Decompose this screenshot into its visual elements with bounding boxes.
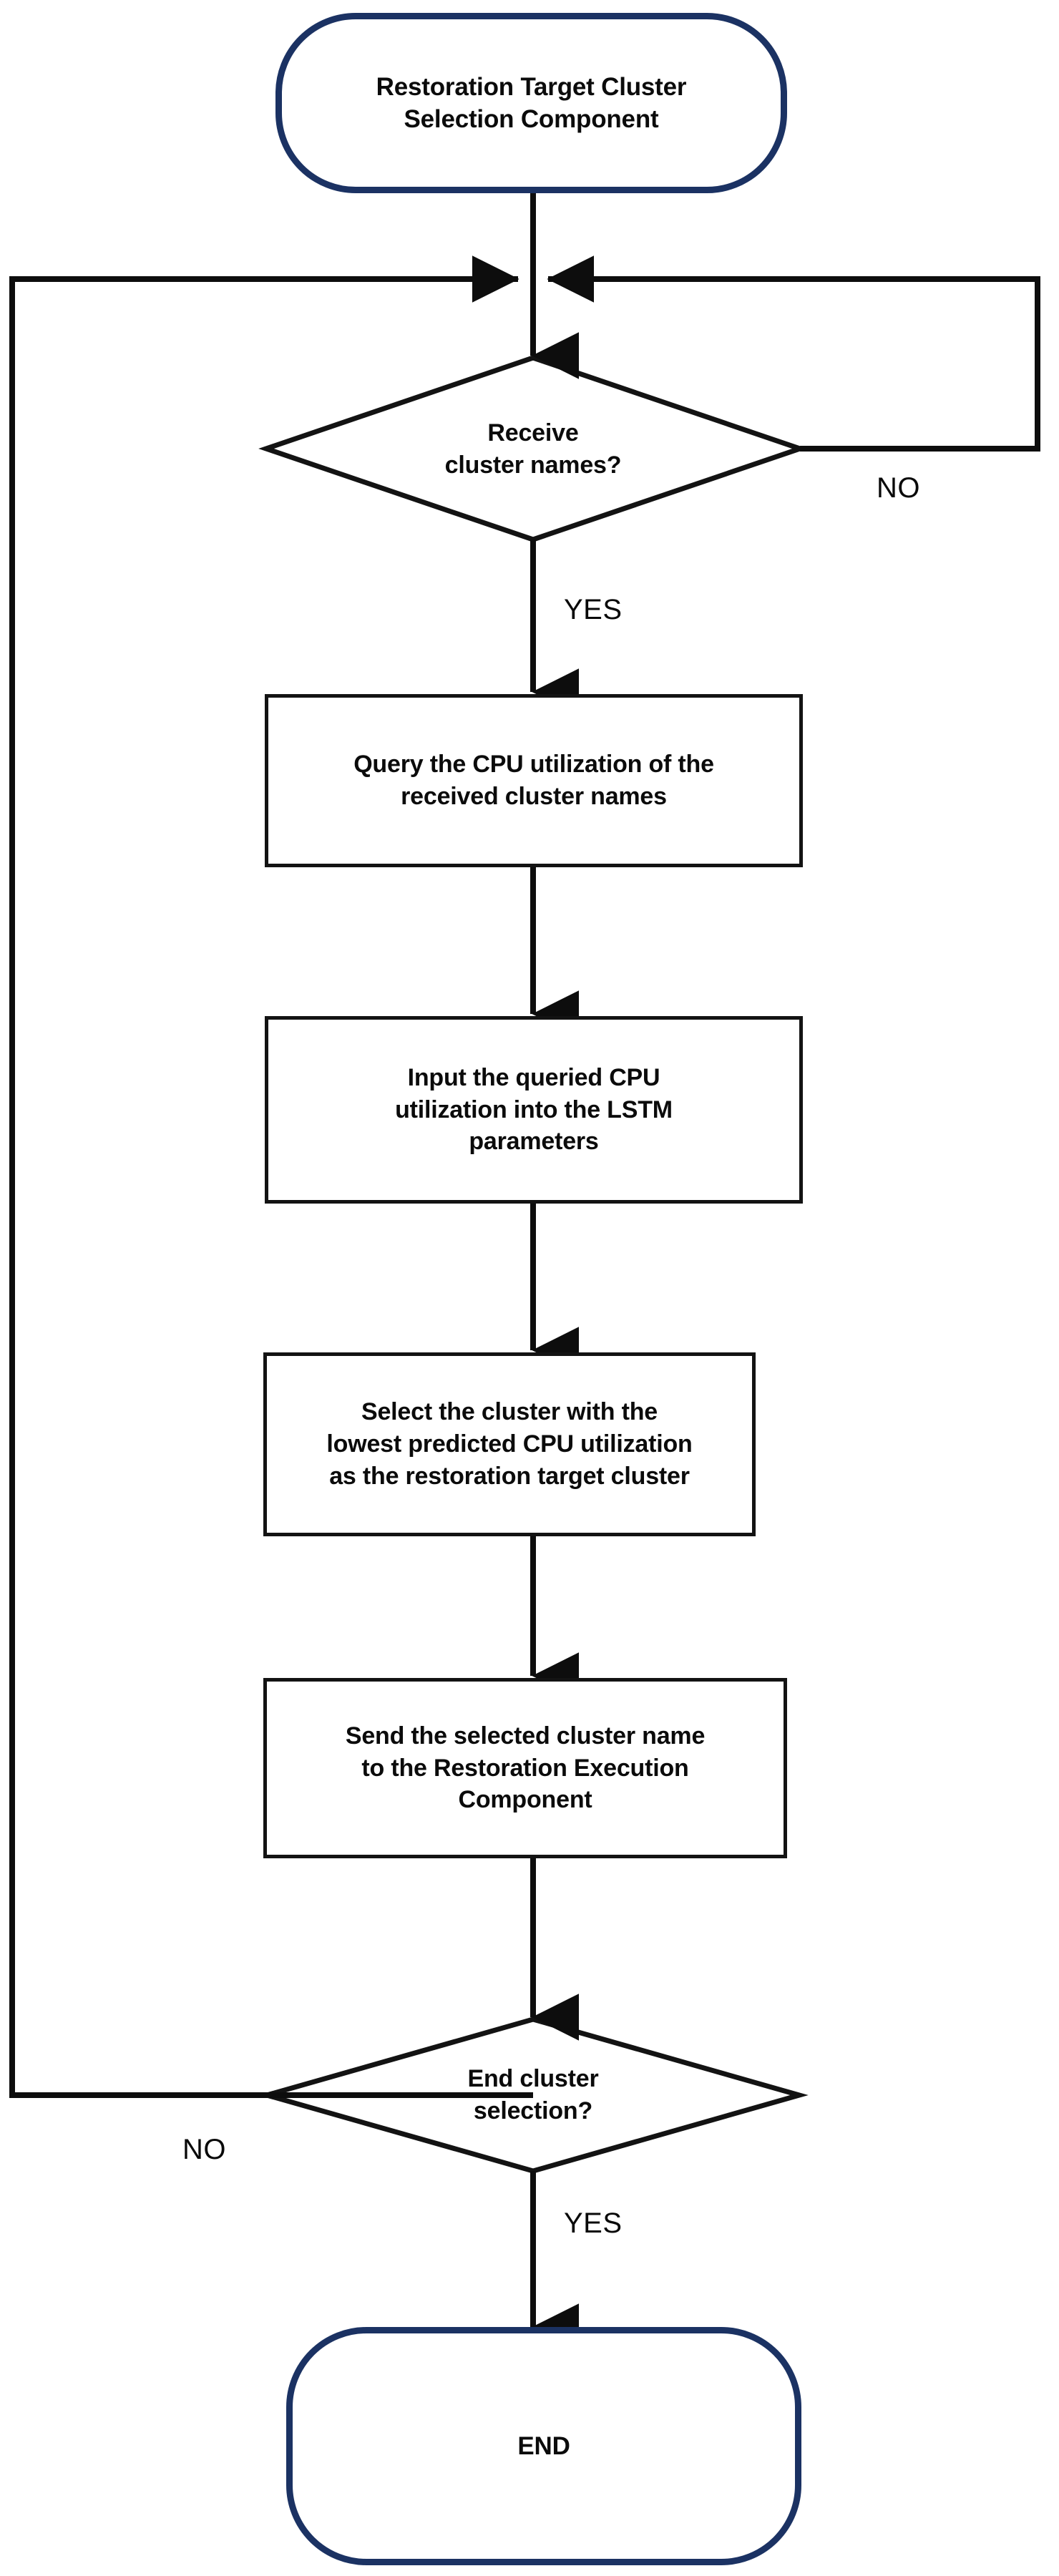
process-input-lstm[interactable]: Input the queried CPU utilization into t… bbox=[265, 1016, 803, 1204]
process-query-line-1: Query the CPU utilization of the bbox=[353, 751, 714, 779]
process-select-cluster[interactable]: Select the cluster with the lowest predi… bbox=[263, 1352, 756, 1536]
process-select-line-1: Select the cluster with the bbox=[361, 1398, 658, 1426]
process-select-line-2: lowest predicted CPU utilization bbox=[326, 1430, 693, 1458]
process-input-lstm-line-3: parameters bbox=[469, 1128, 599, 1156]
start-node-line-2: Selection Component bbox=[404, 105, 659, 133]
decision-shape-receive bbox=[258, 355, 808, 542]
edge-label-end-no: NO bbox=[182, 2134, 226, 2165]
process-input-lstm-text: Input the queried CPU utilization into t… bbox=[381, 1062, 687, 1158]
end-node-line-1: END bbox=[517, 2431, 570, 2460]
end-node[interactable]: END bbox=[286, 2327, 801, 2565]
process-send-cluster-name[interactable]: Send the selected cluster name to the Re… bbox=[263, 1678, 787, 1858]
start-node[interactable]: Restoration Target Cluster Selection Com… bbox=[275, 13, 787, 193]
start-node-line-1: Restoration Target Cluster bbox=[376, 72, 687, 101]
process-query-cpu-utilization[interactable]: Query the CPU utilization of the receive… bbox=[265, 694, 803, 867]
process-query-line-2: received cluster names bbox=[401, 783, 667, 810]
process-send-line-3: Component bbox=[458, 1786, 592, 1814]
process-query-text: Query the CPU utilization of the receive… bbox=[339, 748, 728, 813]
process-send-line-1: Send the selected cluster name bbox=[345, 1722, 706, 1750]
connector-loop-right-no bbox=[547, 255, 1040, 452]
start-node-text: Restoration Target Cluster Selection Com… bbox=[358, 71, 706, 136]
process-select-cluster-text: Select the cluster with the lowest predi… bbox=[312, 1396, 706, 1493]
end-node-text: END bbox=[499, 2430, 588, 2463]
process-select-line-3: as the restoration target cluster bbox=[329, 1462, 690, 1490]
connector-loop-left-no bbox=[9, 255, 533, 2098]
process-input-lstm-line-1: Input the queried CPU bbox=[407, 1063, 660, 1091]
process-send-line-2: to the Restoration Execution bbox=[361, 1754, 689, 1782]
edge-label-end-yes: YES bbox=[564, 2207, 623, 2239]
edge-label-receive-yes: YES bbox=[564, 594, 623, 625]
process-input-lstm-line-2: utilization into the LSTM bbox=[395, 1096, 673, 1123]
process-send-cluster-name-text: Send the selected cluster name to the Re… bbox=[331, 1720, 719, 1817]
edge-label-receive-no: NO bbox=[877, 472, 920, 504]
